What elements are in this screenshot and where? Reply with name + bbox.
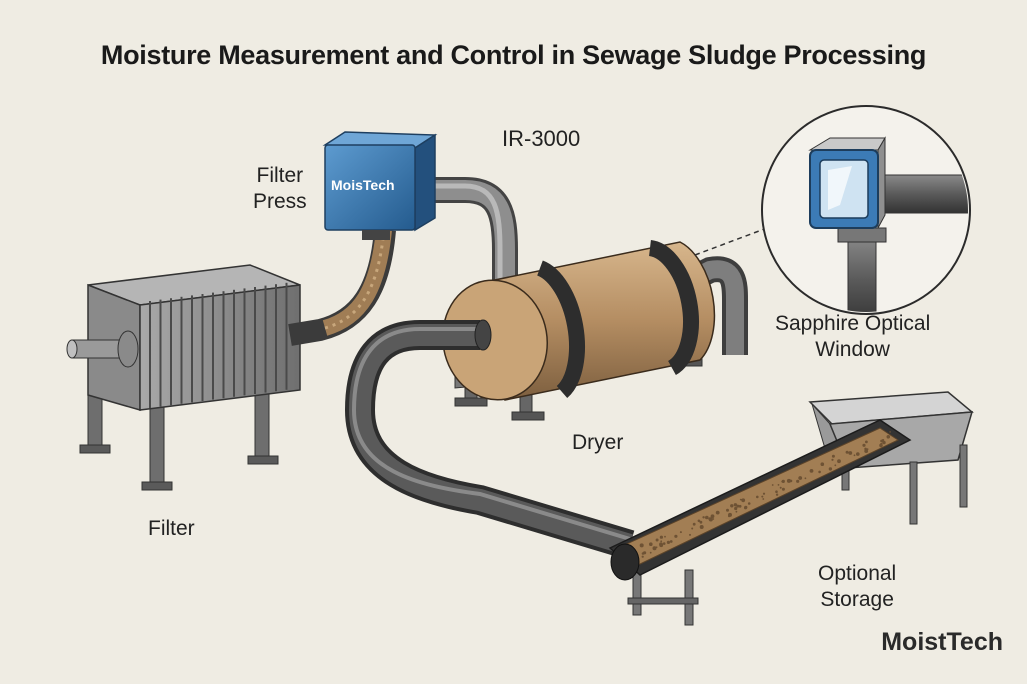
page-title: Moisture Measurement and Control in Sewa… [0,40,1027,71]
filter-press-label: Filter Press [253,163,307,215]
brand-logo: MoistTech [881,628,1003,657]
conveyor-belt [610,392,972,625]
filter-label: Filter [148,516,195,542]
sapphire-window-label: Sapphire Optical Window [775,311,930,363]
filter-press-machine [67,265,300,490]
dryer-label: Dryer [572,430,623,456]
sapphire-window-callout [762,106,980,325]
storage-label: Optional Storage [818,561,896,613]
sensor-model-label: IR-3000 [502,126,580,152]
sensor-logo: MoisTech [331,176,395,194]
